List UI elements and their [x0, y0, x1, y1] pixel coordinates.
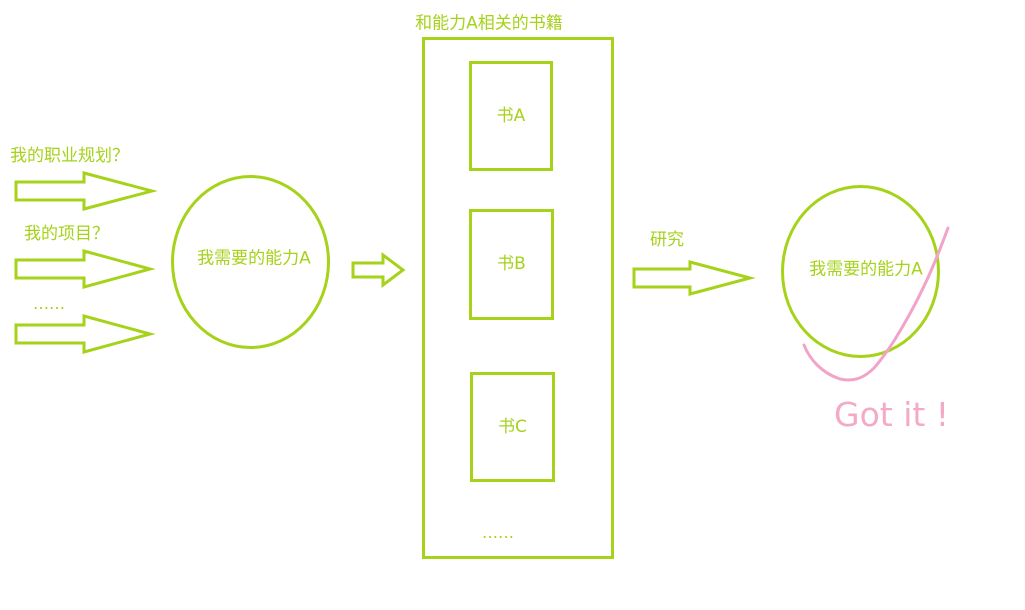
- arrow-to-books: [351, 252, 406, 288]
- got-it-text: Got it !: [834, 395, 950, 434]
- question-project: 我的项目？: [24, 224, 109, 244]
- book-c[interactable]: 书C: [470, 372, 555, 482]
- arrow-question-3: [14, 314, 156, 354]
- book-a-label: 书A: [496, 105, 526, 126]
- check-mark-icon: [796, 220, 956, 390]
- book-c-label: 书C: [498, 416, 527, 437]
- books-title: 和能力A相关的书籍: [415, 13, 563, 34]
- books-container: [422, 37, 614, 559]
- ability-label: 我需要的能力A: [197, 248, 311, 269]
- more-questions-ellipsis: ……: [33, 294, 65, 313]
- study-arrow: [632, 260, 756, 296]
- result-label: 我需要的能力A: [809, 259, 923, 280]
- book-b[interactable]: 书B: [469, 209, 554, 320]
- arrow-question-2: [14, 249, 156, 289]
- more-books-ellipsis: ……: [482, 523, 514, 542]
- result-ellipse: [781, 185, 940, 358]
- book-b-label: 书B: [497, 254, 526, 274]
- question-career-plan: 我的职业规划？: [10, 146, 129, 166]
- ability-ellipse: [171, 175, 330, 349]
- book-a[interactable]: 书A: [469, 61, 553, 171]
- study-label: 研究: [650, 230, 684, 250]
- arrow-question-1: [14, 171, 158, 211]
